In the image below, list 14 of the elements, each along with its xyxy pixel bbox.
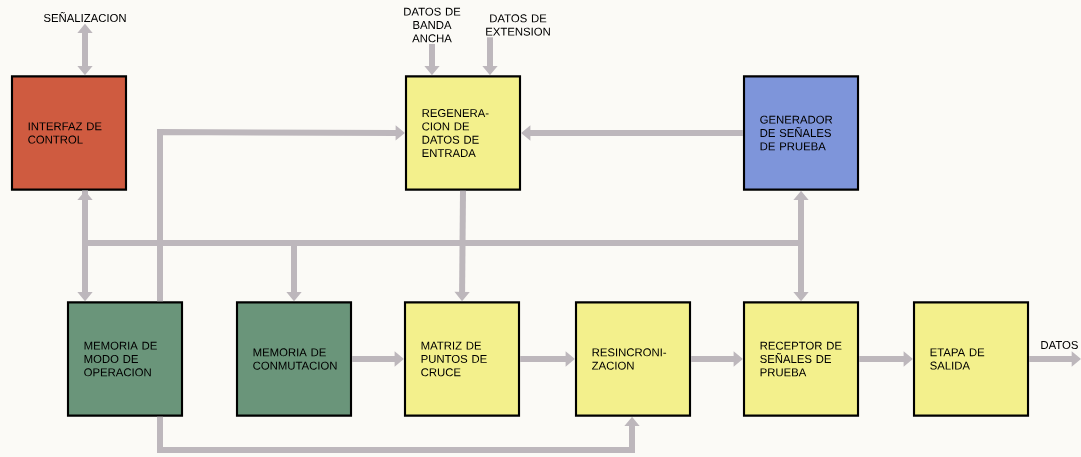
block-box: RECEPTOR DE SEÑALES DE PRUEBA — [742, 301, 860, 417]
block-box: MEMORIA DE MODO DE OPERACION — [66, 301, 184, 417]
edge-label: DATOS — [1041, 341, 1078, 349]
block-box: MATRIZ DE PUNTOS DE CRUCE — [403, 301, 521, 417]
block-box: INTERFAZ DE CONTROL — [10, 75, 128, 191]
signal-label: SEÑALIZACION — [43, 11, 126, 23]
signal-label: DATOS DE EXTENSION — [486, 14, 550, 36]
block-box: RESINCRONI- ZACION — [574, 301, 692, 417]
block-box: REGENERA- CION DE DATOS DE ENTRADA — [404, 75, 522, 191]
block-box: GENERADOR DE SEÑALES DE PRUEBA — [742, 75, 860, 191]
arrow — [157, 125, 405, 302]
block-box: MEMORIA DE CONMUTACION — [235, 301, 353, 417]
block-box: ETAPA DE SALIDA — [912, 301, 1030, 417]
signal-label: DATOS DE BANDA ANCHA — [404, 7, 461, 43]
